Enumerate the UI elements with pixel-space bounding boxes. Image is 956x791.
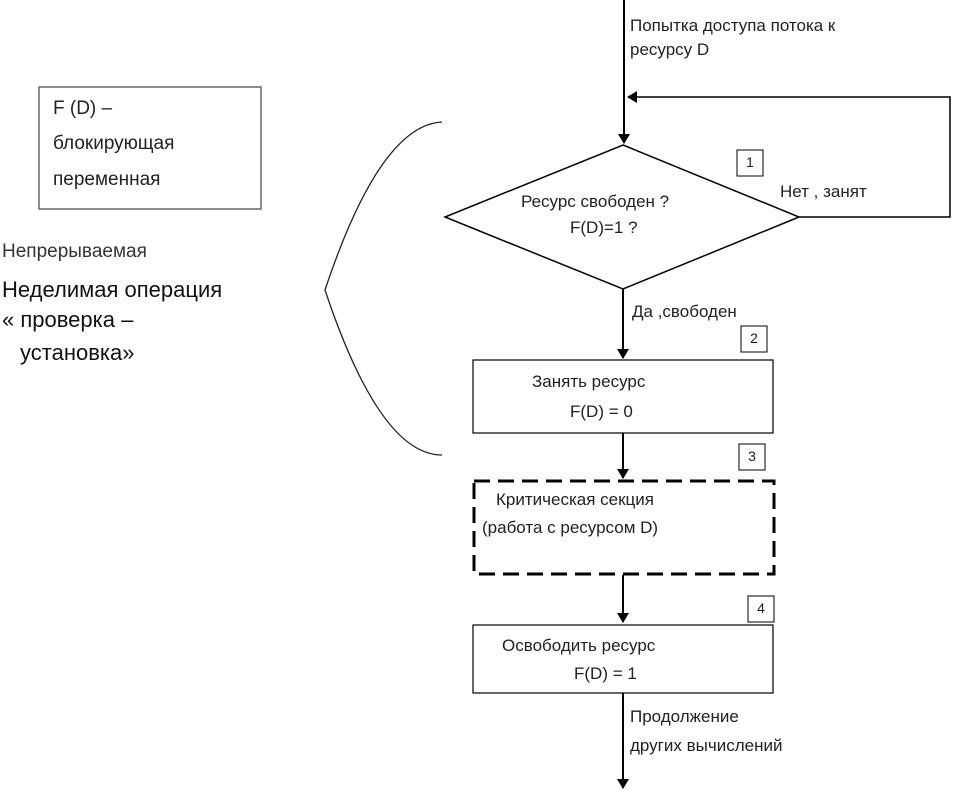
decision-line2: F(D)=1 ? [570,218,638,237]
occupy-resource-box [472,359,774,434]
step-2-number: 2 [750,330,758,346]
step-4-number: 4 [757,600,765,616]
legend-line3: переменная [53,169,161,190]
step-3-marker-box [738,443,766,471]
entry-label-line1: Попытка доступа потока к [630,16,836,35]
legend-line1: F (D) – [53,98,113,119]
yes-branch-label: Да ,свободен [632,302,737,321]
step-3-number: 3 [748,448,756,464]
step-1-number: 1 [746,154,754,170]
step-2-marker-box [740,325,768,353]
side-note-line2: Неделимая операция [2,277,223,302]
legend-line2: блокирующая [53,133,175,154]
release-resource-box [472,624,774,694]
step3-line1: Критическая секция [496,490,654,509]
critical-section-box [472,479,776,576]
step2-line1: Занять ресурс [532,372,646,391]
no-branch-label: Нет , занят [780,182,867,201]
step4-line1: Освободить ресурс [502,636,656,655]
legend-box-frame [38,86,262,210]
no-branch-loop-arrow [627,91,951,218]
entry-label-line2: ресурсу D [630,40,710,59]
step3-line2: (работа с ресурсом D) [482,518,659,537]
side-note-line3: « проверка – [2,307,134,332]
exit-label-line1: Продолжение [630,707,739,726]
side-note-line1: Непрерываемая [2,241,147,262]
atomic-operation-bracket [324,121,443,456]
step4-line2: F(D) = 1 [574,664,637,683]
side-note-line4: установка» [20,340,135,365]
exit-label-line2: других вычислений [630,736,783,755]
step-1-marker-box [736,149,764,177]
decision-line1: Ресурс свободен ? [521,192,670,211]
step2-line2: F(D) = 0 [570,402,633,421]
step-4-marker-box [747,595,775,623]
